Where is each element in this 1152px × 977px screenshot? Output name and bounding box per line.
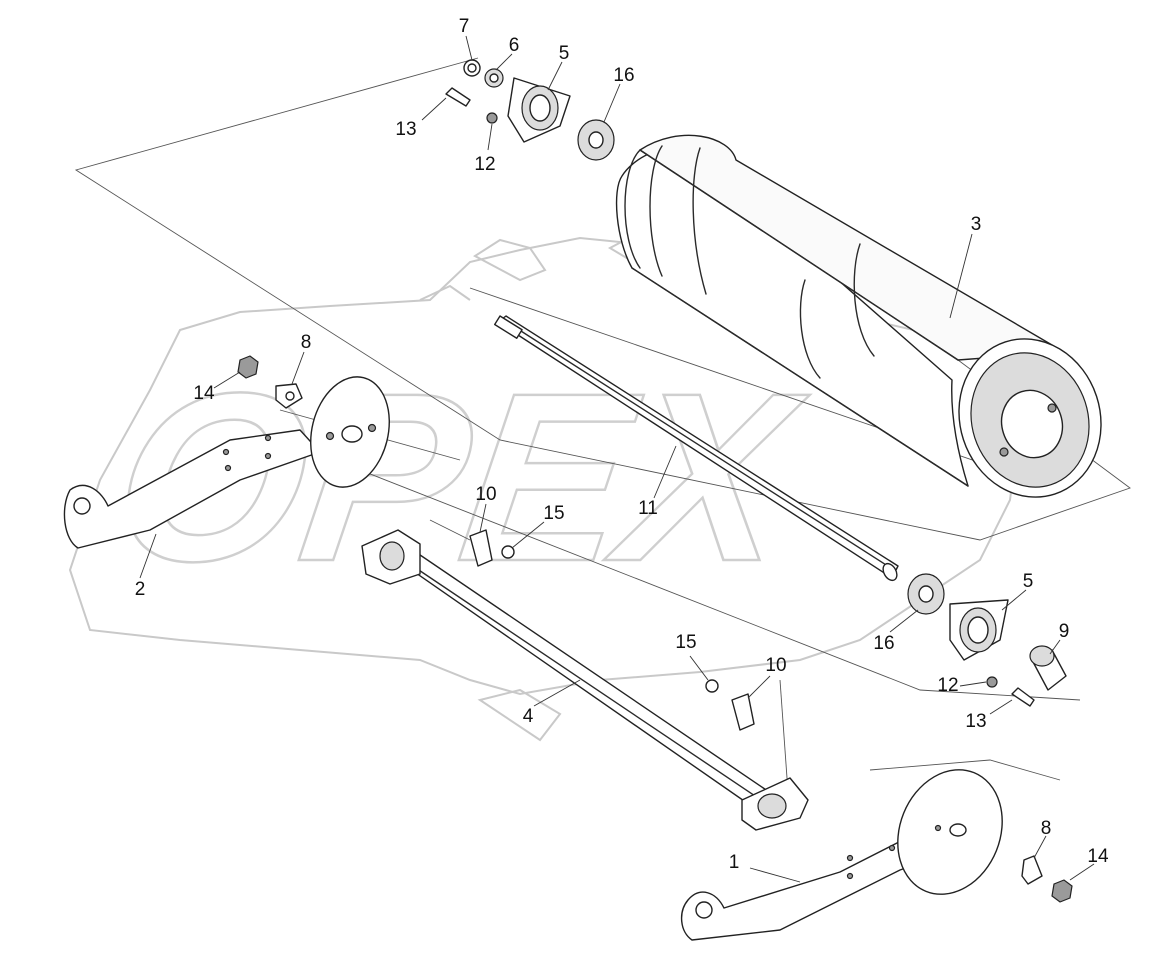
callout-2: 2 [135, 579, 146, 600]
callout-12-top: 12 [474, 154, 495, 175]
nut-14-right [1051, 879, 1073, 903]
arm-part-1 [681, 769, 1003, 941]
callout-13-top: 13 [395, 119, 416, 140]
bracket-10-right [731, 693, 755, 731]
callout-14-left: 14 [193, 383, 215, 404]
nut-14-left [237, 355, 259, 379]
shaft-part-11 [494, 315, 899, 582]
left-hardware [237, 355, 515, 567]
callout-6-top: 6 [509, 35, 520, 56]
bolt-15-right [705, 679, 719, 693]
callout-3: 3 [971, 214, 982, 235]
top-hardware [445, 59, 615, 161]
bolt-13-top [445, 87, 471, 107]
callout-10-right: 10 [765, 655, 786, 676]
clip-8-right [1021, 855, 1043, 885]
callout-13-right: 13 [965, 711, 986, 732]
callout-labels: 7 6 5 16 13 12 3 8 14 2 10 15 11 5 9 16 … [135, 16, 1109, 873]
bolt-13-right [1011, 687, 1035, 707]
callout-8-right: 8 [1041, 818, 1052, 839]
callout-16-top: 16 [613, 65, 634, 86]
callout-5-top: 5 [559, 43, 570, 64]
nut-12-right [986, 676, 998, 688]
callout-8-left: 8 [301, 332, 312, 353]
callout-14-right: 14 [1087, 846, 1109, 867]
leader-lines [139, 35, 1095, 883]
bolt-15-left [501, 545, 515, 559]
callout-10-left: 10 [475, 484, 496, 505]
callout-4: 4 [523, 706, 534, 727]
callout-15-right: 15 [675, 632, 696, 653]
tube-part-4 [361, 529, 809, 831]
callout-1: 1 [729, 852, 740, 873]
right-hardware [705, 573, 1073, 903]
callout-7-top: 7 [459, 16, 470, 37]
arm-part-2 [63, 376, 390, 549]
callout-9: 9 [1059, 621, 1070, 642]
callout-11: 11 [638, 498, 658, 519]
nut-12-top [486, 112, 498, 124]
bracket-10-left [469, 529, 493, 567]
drum-part-3 [615, 134, 1102, 498]
callout-5-right: 5 [1023, 571, 1034, 592]
callout-15-left: 15 [543, 503, 564, 524]
callout-12-right: 12 [937, 675, 958, 696]
callout-16-right: 16 [873, 633, 894, 654]
